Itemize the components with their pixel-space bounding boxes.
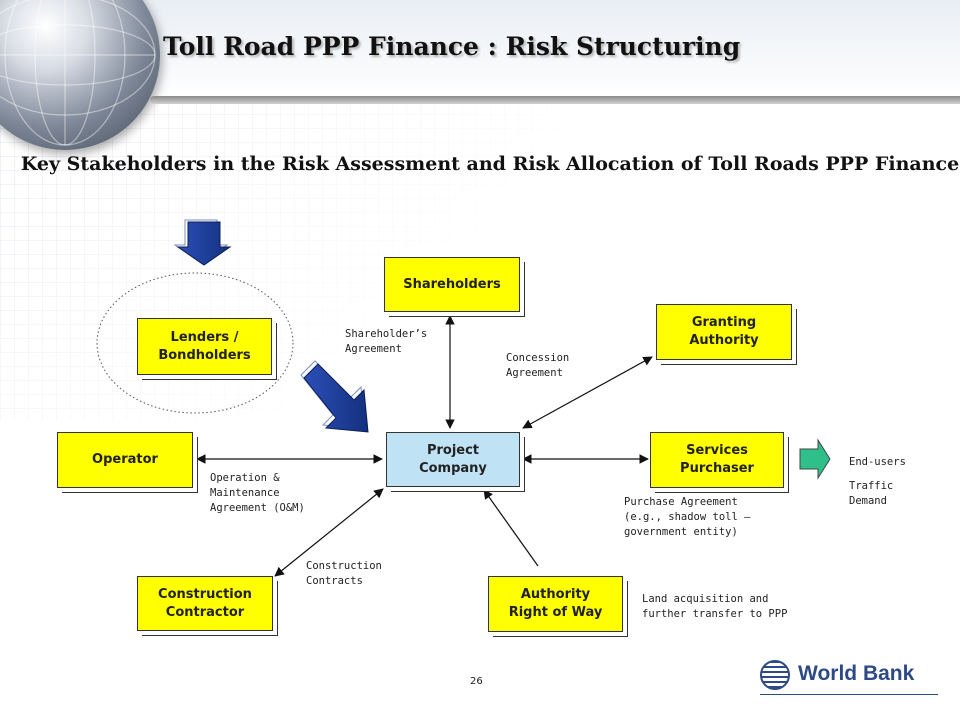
globe-icon xyxy=(0,0,160,150)
connector-authority-row xyxy=(483,489,539,567)
concession-agreement-label: Concession Agreement xyxy=(506,352,570,379)
construction-contracts-label: Construction Contracts xyxy=(306,560,382,587)
world-bank-logo: World Bank xyxy=(758,658,938,698)
project-company-box: Project Company xyxy=(386,432,520,487)
world-bank-logo-text: World Bank xyxy=(798,662,915,685)
authority-right-of-way-box: Authority Right of Way xyxy=(488,576,623,632)
diagonal-arrow-icon xyxy=(303,363,369,433)
shareholders-box: Shareholders xyxy=(384,257,520,312)
title-underline-bar xyxy=(150,96,960,104)
right-arrow-icon xyxy=(799,438,831,480)
end-users-label: End-users xyxy=(849,456,906,468)
connector-construction xyxy=(274,488,384,577)
traffic-demand-label: Traffic Demand xyxy=(849,480,894,507)
granting-authority-box: Granting Authority xyxy=(656,304,792,360)
construction-contractor-box: Construction Contractor xyxy=(137,576,273,631)
om-agreement-label: Operation & Maintenance Agreement (O&M) xyxy=(210,472,305,514)
logo-underline xyxy=(760,694,938,695)
connector-granting xyxy=(522,356,653,429)
down-arrow-icon xyxy=(176,221,232,266)
header-background xyxy=(0,0,960,100)
lenders-bondholders-box: Lenders / Bondholders xyxy=(137,318,272,375)
services-purchaser-box: Services Purchaser xyxy=(650,432,784,488)
page-number: 26 xyxy=(470,676,483,687)
land-acquisition-label: Land acquisition and further transfer to… xyxy=(642,593,788,620)
purchase-agreement-label: Purchase Agreement (e.g., shadow toll – … xyxy=(624,496,751,538)
slide-title: Toll Road PPP Finance : Risk Structuring xyxy=(163,32,741,61)
lenders-dotted-ellipse xyxy=(96,272,294,414)
shareholders-agreement-label: Shareholder’s Agreement xyxy=(345,328,428,355)
slide-subtitle: Key Stakeholders in the Risk Assessment … xyxy=(20,153,960,175)
operator-box: Operator xyxy=(57,432,193,488)
world-bank-emblem-icon xyxy=(760,660,790,690)
